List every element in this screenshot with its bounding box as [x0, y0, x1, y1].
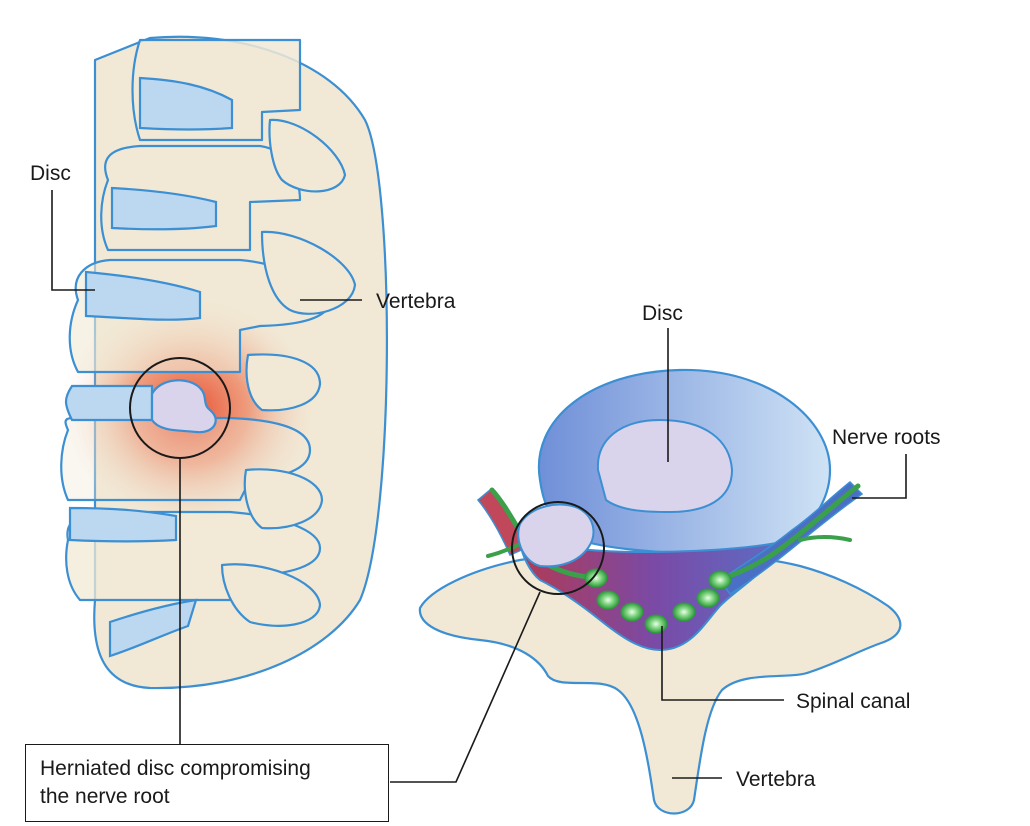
nerve-dot — [596, 590, 620, 610]
side-view-spine — [51, 35, 389, 744]
nerve-roots-leader — [852, 454, 907, 499]
top-vertebra-bone — [418, 550, 902, 815]
nerve-dot — [708, 570, 732, 590]
side-herniated-disc — [150, 379, 217, 434]
label-side-disc: Disc — [30, 162, 71, 185]
side-disc-2 — [110, 186, 218, 231]
canal-nerve-dots — [584, 568, 732, 634]
right-nerve-branch — [798, 535, 852, 542]
spinous-process-3 — [245, 353, 322, 412]
nerve-dot — [584, 568, 608, 588]
label-side-vertebra: Vertebra — [376, 290, 456, 313]
herniation-leader-top — [390, 591, 541, 783]
right-nerve — [715, 483, 861, 583]
side-disc-6 — [108, 598, 198, 658]
herniation-callout-line-1: Herniated disc compromising — [40, 757, 311, 780]
nerve-dot — [644, 614, 668, 634]
spinal-canal — [518, 538, 793, 652]
side-disc-3 — [84, 270, 202, 321]
side-disc-leader — [51, 190, 95, 291]
herniation-callout-line-2: the nerve root — [40, 785, 170, 808]
spinal-canal-leader — [661, 626, 784, 701]
nerve-dot — [620, 602, 644, 622]
spinous-process-1 — [268, 118, 347, 193]
label-nerve-roots: Nerve roots — [832, 426, 941, 449]
top-herniated-disc — [517, 503, 595, 568]
label-top-disc: Disc — [642, 302, 683, 325]
spinous-process-4 — [243, 468, 324, 530]
label-top-vertebra: Vertebra — [736, 768, 816, 791]
side-disc-4 — [64, 384, 154, 422]
top-view-vertebra — [390, 328, 907, 815]
nerve-dot — [696, 588, 720, 608]
side-disc-1 — [138, 76, 234, 131]
nerve-dot — [672, 602, 696, 622]
spinous-process-2 — [260, 230, 357, 315]
herniation-callout-box: Herniated disc compromising the nerve ro… — [25, 744, 389, 822]
top-disc-nucleus — [596, 418, 734, 514]
side-disc-5 — [68, 506, 178, 543]
spinous-process-5 — [220, 563, 322, 627]
top-herniation-circle — [511, 501, 605, 595]
label-spinal-canal: Spinal canal — [796, 690, 910, 713]
